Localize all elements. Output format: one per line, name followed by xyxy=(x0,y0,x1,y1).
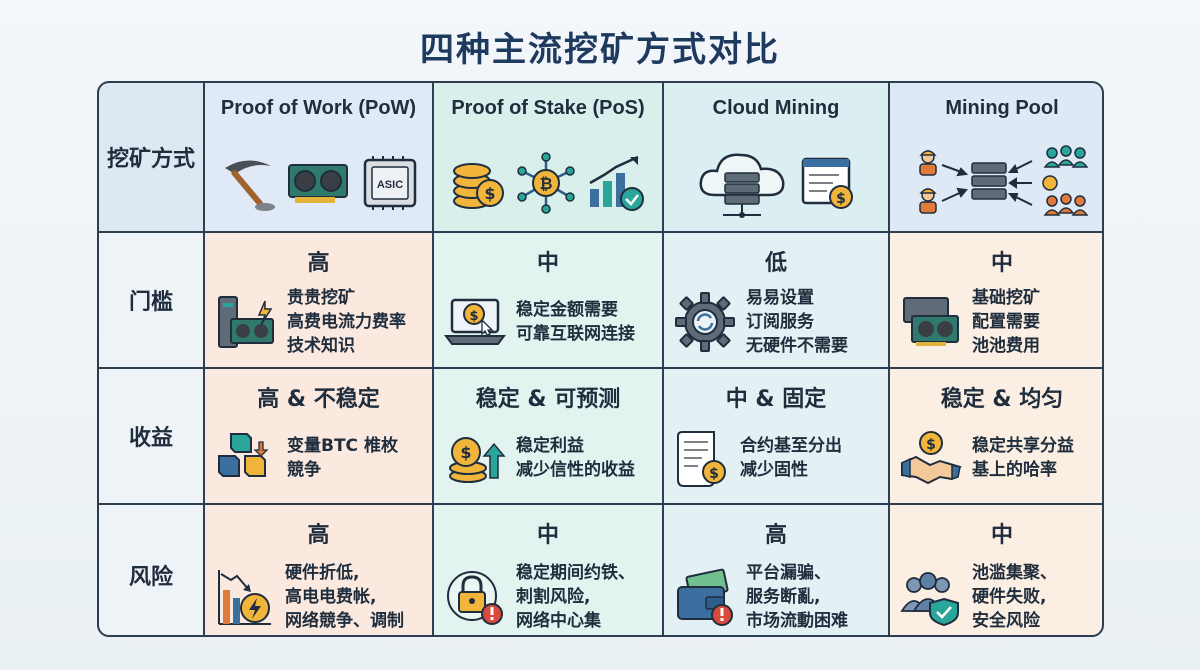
text-line: 高电电费帐, xyxy=(285,587,377,607)
padlock-warning-icon xyxy=(447,571,503,625)
text-line: 稳定金额需要 xyxy=(516,300,618,320)
level-pow-risk: 高 xyxy=(307,523,330,548)
cell-cloud-risk: 高 平台漏骗、 服务断亂, 市场流動困难 xyxy=(664,505,888,635)
level-pool-threshold: 中 xyxy=(990,251,1013,276)
growth-chart-icon xyxy=(589,155,644,211)
contract-scroll-icon: $ xyxy=(677,431,726,487)
svg-text:$: $ xyxy=(709,466,719,482)
text-line: 基础挖矿 xyxy=(972,288,1040,308)
level-pool-revenue: 稳定 & 均匀 xyxy=(940,387,1064,412)
level-cloud-revenue: 中 & 固定 xyxy=(725,387,827,412)
level-cloud-risk: 高 xyxy=(764,523,787,548)
text-line: 稳定利益 xyxy=(516,436,584,456)
row-header-method: 挖矿方式 xyxy=(99,83,203,231)
cell-cloud-threshold: 低 易易设置 订阅服务 无硬件不需要 xyxy=(664,233,888,367)
text-line: 易易设置 xyxy=(746,288,814,308)
column-title-pool: Mining Pool xyxy=(945,97,1059,119)
cell-pos-risk: 中 稳定期间约铁、 刺割风险, 网络中心集 xyxy=(434,505,662,635)
column-header-pos: Proof of Stake (PoS) $ ₿ xyxy=(434,83,662,231)
text-line: 硬件失败, xyxy=(972,587,1047,607)
text-line: 无硬件不需要 xyxy=(746,336,848,356)
row-header-threshold: 门槛 xyxy=(99,233,203,367)
asic-label: ASIC xyxy=(376,179,402,191)
text-line: 配置需要 xyxy=(972,312,1040,332)
level-pos-risk: 中 xyxy=(536,523,559,548)
text-line: 服务断亂, xyxy=(746,587,821,607)
gear-sync-icon xyxy=(675,292,735,352)
cell-cloud-revenue: 中 & 固定 $ 合约基至分出 减少固性 xyxy=(664,369,888,503)
text-line: 订阅服务 xyxy=(746,312,814,332)
page-title: 四种主流挖矿方式对比 xyxy=(420,30,780,70)
cell-pos-threshold: 中 $ 稳定金额需要 可靠互联网连接 xyxy=(434,233,662,367)
svg-text:$: $ xyxy=(460,443,471,462)
text-line: 合约基至分出 xyxy=(740,436,842,456)
column-header-cloud: Cloud Mining $ xyxy=(664,83,888,231)
cell-pow-revenue: 高 & 不稳定 变量BTC 椎枚 競争 xyxy=(205,369,432,503)
text-line: 贵贵挖矿 xyxy=(287,288,355,308)
text-line: 池滥集聚、 xyxy=(972,563,1057,583)
comparison-table: 挖矿方式 Proof of Work (PoW) xyxy=(97,81,1104,637)
text-line: 高费电流力费率 xyxy=(287,312,406,332)
text-line: 稳定期间约铁、 xyxy=(516,563,635,583)
level-pos-threshold: 中 xyxy=(536,251,559,276)
column-title-cloud: Cloud Mining xyxy=(712,97,840,119)
level-pow-threshold: 高 xyxy=(307,251,330,276)
cloud-server-icon xyxy=(699,153,785,218)
text-line: 池池费用 xyxy=(972,336,1040,356)
svg-text:$: $ xyxy=(836,191,846,207)
column-title-pow: Proof of Work (PoW) xyxy=(220,97,417,119)
text-line: 硬件折低, xyxy=(285,563,360,583)
cell-pool-risk: 中 池滥集聚、 硬件失败, 安全风险 xyxy=(890,505,1102,635)
text-line: 减少固性 xyxy=(740,460,808,480)
svg-text:$: $ xyxy=(484,184,495,203)
text-line: 稳定共享分益 xyxy=(972,436,1074,456)
level-pos-revenue: 稳定 & 可预测 xyxy=(475,387,621,412)
invoice-screen-icon: $ xyxy=(801,157,853,209)
text-line: 减少信性的收益 xyxy=(516,460,635,480)
declining-chart-icon xyxy=(218,570,271,625)
bitcoin-network-icon: ₿ xyxy=(517,152,575,214)
column-header-pow: Proof of Work (PoW) ASIC xyxy=(205,83,432,231)
row-header-risk: 风险 xyxy=(99,505,203,635)
asic-chip-icon: ASIC xyxy=(363,156,416,210)
text-line: 网络中心集 xyxy=(516,611,601,631)
text-line: 可靠互联网连接 xyxy=(516,324,635,344)
column-title-pos: Proof of Stake (PoS) xyxy=(451,97,645,119)
pickaxe-icon xyxy=(224,160,275,211)
gpu-card-icon xyxy=(287,164,348,203)
text-line: 基上的哈率 xyxy=(972,460,1057,480)
text-line: 变量BTC 椎枚 xyxy=(287,436,398,456)
text-line: 平台漏骗、 xyxy=(746,563,831,583)
cell-pow-risk: 高 硬件折低, 高电电费帐, 网络競争、调制 xyxy=(205,505,432,635)
cell-pool-threshold: 中 基础挖矿 配置需要 池池费用 xyxy=(890,233,1102,367)
row-header-revenue: 收益 xyxy=(99,369,203,503)
level-pool-risk: 中 xyxy=(990,523,1013,548)
text-line: 网络競争、调制 xyxy=(285,611,404,631)
svg-text:$: $ xyxy=(469,309,478,324)
cell-pow-threshold: 高 贵贵挖矿 高费电流力费率 技术知识 xyxy=(205,233,432,367)
blocks-icon xyxy=(218,433,269,477)
svg-text:$: $ xyxy=(926,437,936,453)
coins-arrow-icon: $ xyxy=(449,437,506,483)
text-line: 技术知识 xyxy=(287,336,355,356)
svg-text:₿: ₿ xyxy=(539,174,552,193)
cell-pos-revenue: 稳定 & 可预测 $ 稳定利益 减少信性的收益 xyxy=(434,369,662,503)
level-cloud-threshold: 低 xyxy=(764,251,787,276)
laptop-coin-icon: $ xyxy=(444,298,506,345)
text-line: 競争 xyxy=(287,460,321,480)
handshake-coin-icon: $ xyxy=(901,431,962,485)
column-header-pool: Mining Pool xyxy=(890,83,1102,231)
gpu-cards-icon xyxy=(903,297,959,346)
group-shield-icon xyxy=(900,572,959,627)
cell-pool-revenue: 稳定 & 均匀 $ 稳定共享分益 基上的哈率 xyxy=(890,369,1102,503)
level-pow-revenue: 高 & 不稳定 xyxy=(257,387,380,412)
text-line: 安全风险 xyxy=(972,611,1040,631)
coin-stack-icon: $ xyxy=(453,163,504,209)
wallet-warning-icon xyxy=(677,568,733,626)
mining-rig-icon xyxy=(218,296,274,348)
text-line: 市场流動困难 xyxy=(746,611,848,631)
pool-network-icon xyxy=(919,145,1089,216)
text-line: 刺割风险, xyxy=(516,587,591,607)
